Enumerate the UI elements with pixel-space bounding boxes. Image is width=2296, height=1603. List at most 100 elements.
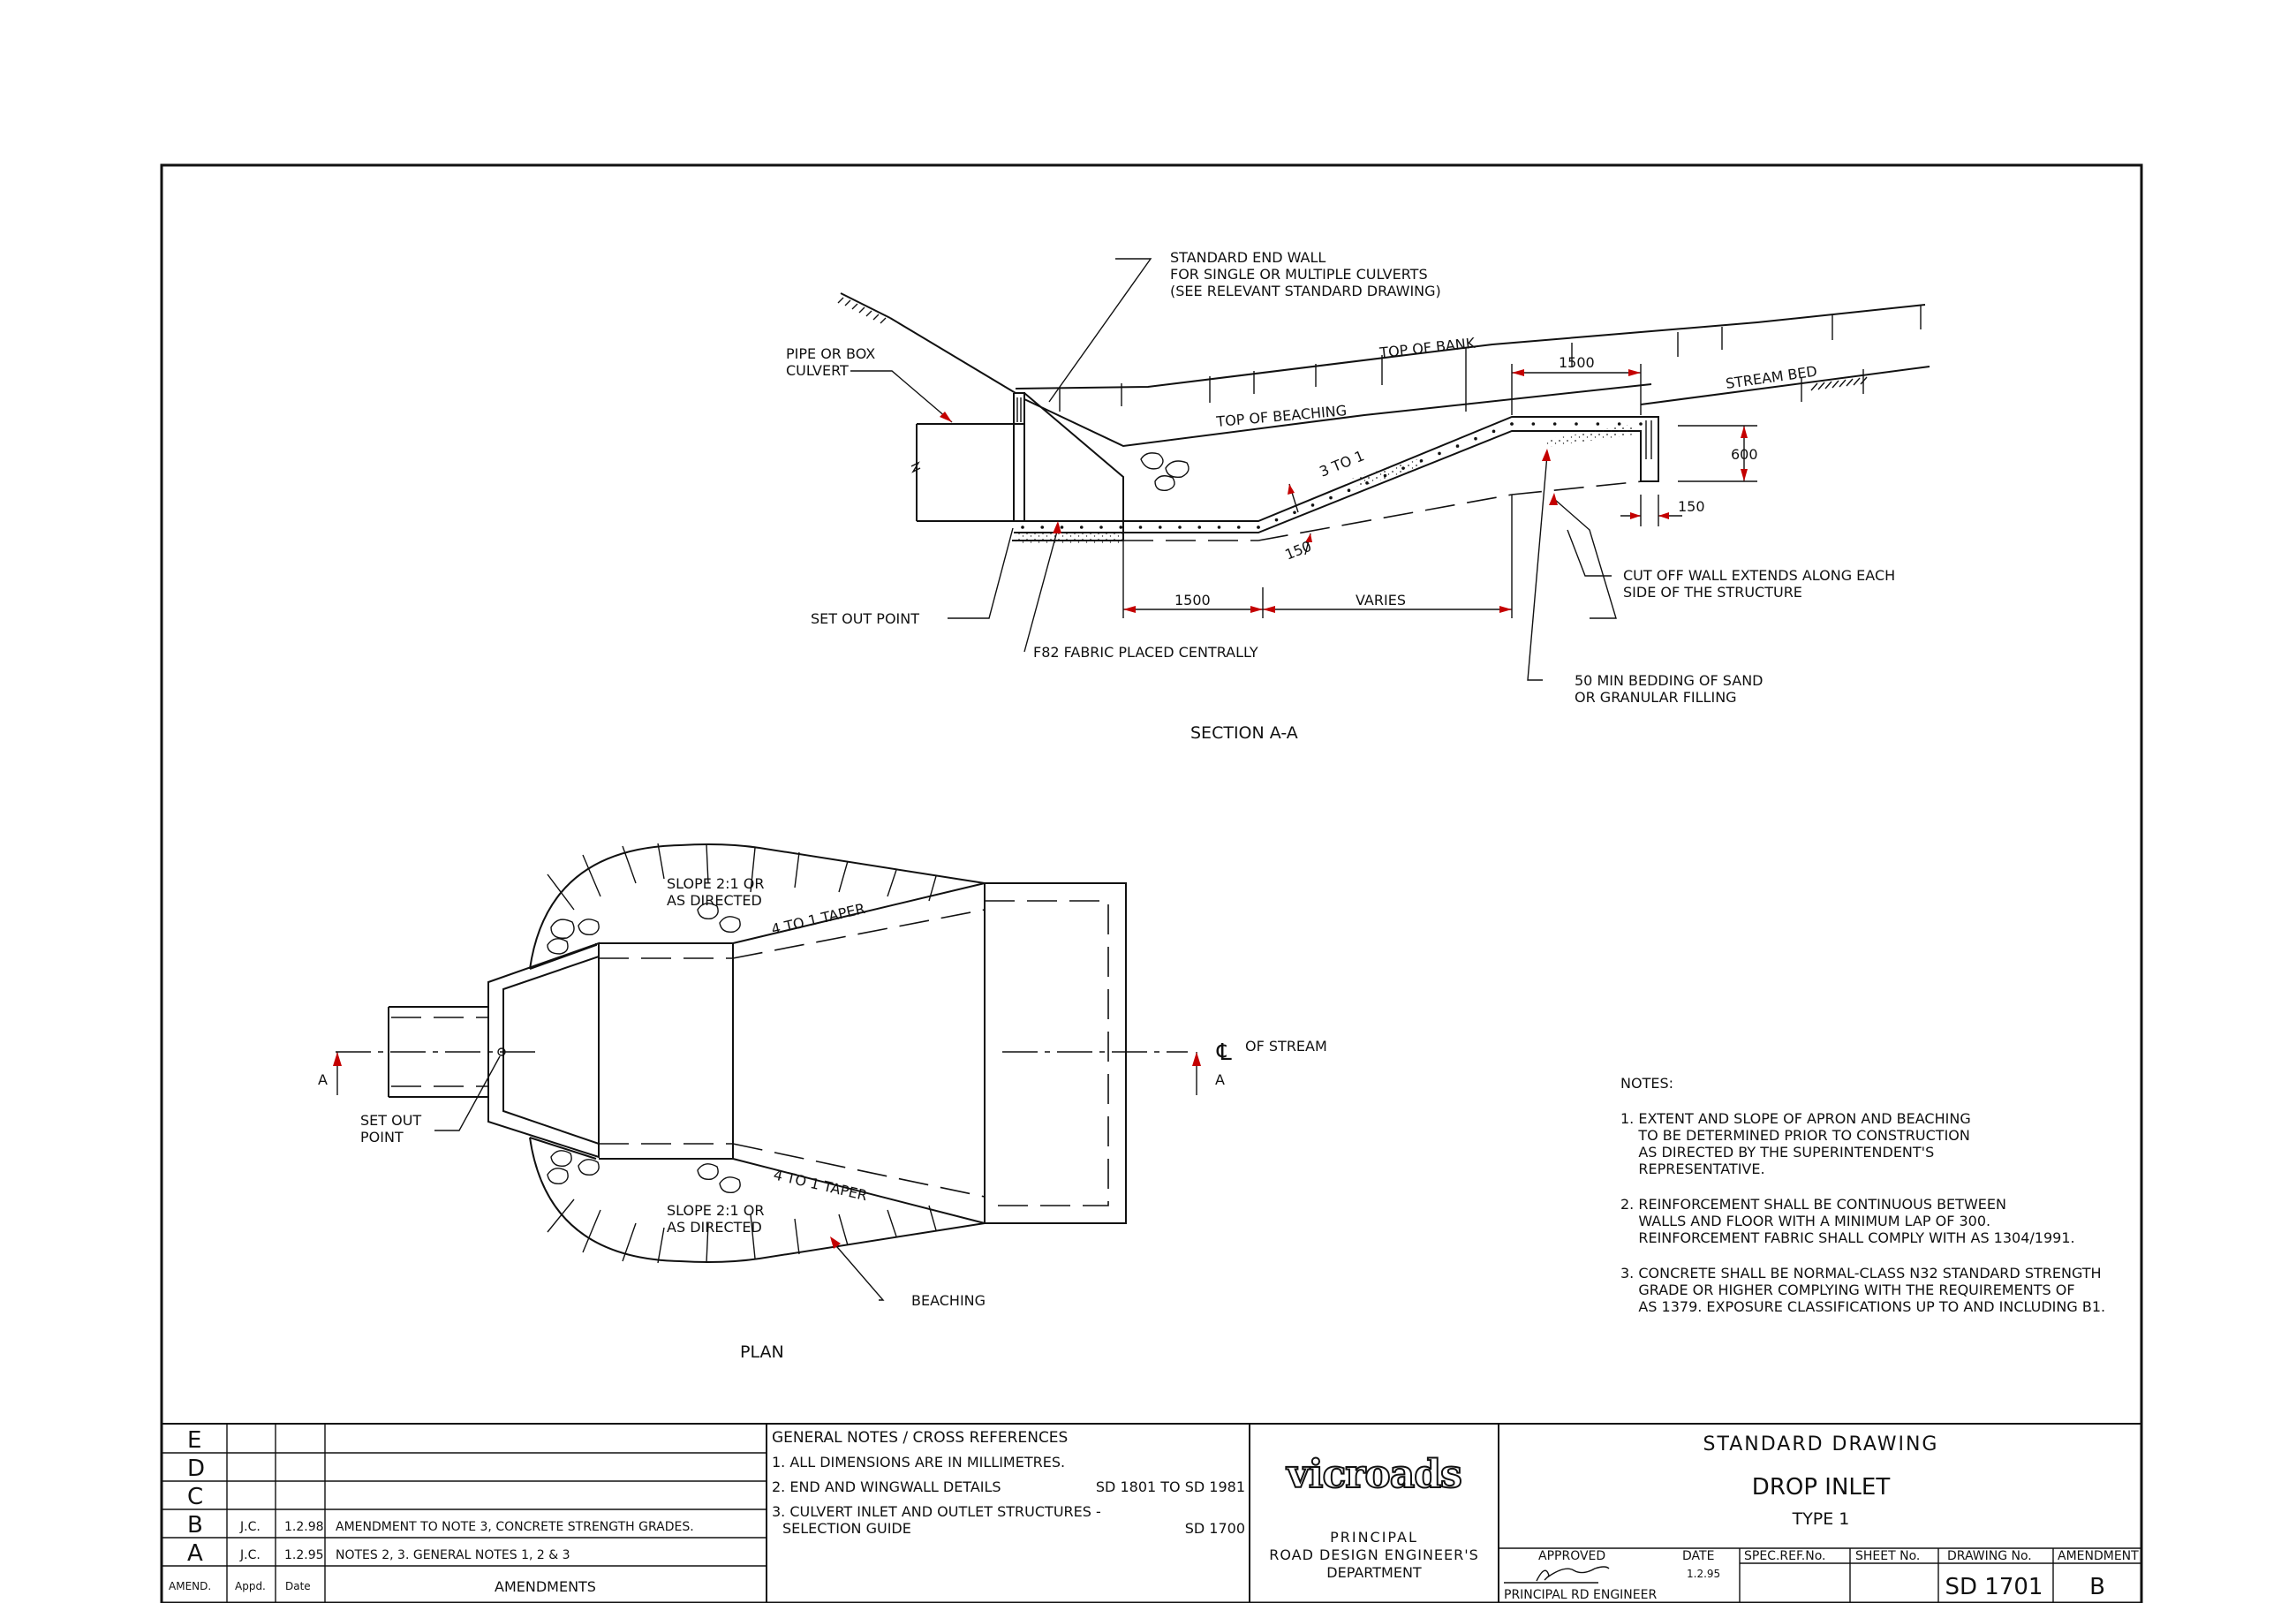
amendment-label: AMENDMENT (2058, 1549, 2139, 1563)
reinforcement-dot (1531, 422, 1536, 426)
reinforcement-dot (1236, 526, 1241, 529)
dim-150-wall: 150 (1678, 498, 1705, 515)
amend-footer-appd: Appd. (235, 1580, 266, 1592)
amend-letter-c: C (187, 1484, 203, 1510)
set-out-point-label: SET OUT POINT (811, 610, 919, 627)
amend-b-text: AMENDMENT TO NOTE 3, CONCRETE STRENGTH G… (336, 1520, 694, 1534)
drawing-no-label: DRAWING No. (1947, 1549, 2032, 1563)
reinforcement-dot (1492, 429, 1496, 434)
amend-a-appd: J.C. (239, 1548, 261, 1562)
plan-view (333, 843, 1201, 1301)
note-3-line-1: 3. CONCRETE SHALL BE NORMAL-CLASS N32 ST… (1620, 1265, 2102, 1282)
department-line-2: ROAD DESIGN ENGINEER'S (1269, 1546, 1479, 1563)
note-1-line-4: REPRESENTATIVE. (1620, 1161, 1765, 1177)
reinforcement-dot (1617, 422, 1621, 426)
reinforcement-dot (1310, 503, 1315, 507)
dim-1500-top: 1500 (1559, 354, 1595, 371)
notes-heading: NOTES: (1620, 1075, 1673, 1092)
vicroads-logo: vicroads (1286, 1452, 1461, 1497)
sheet-border (160, 163, 2143, 1603)
drawing-type: STANDARD DRAWING (1703, 1433, 1939, 1456)
dim-1500-bottom: 1500 (1174, 592, 1211, 609)
drawing-info: STANDARD DRAWING DROP INLET TYPE 1 APPRO… (1504, 1433, 2139, 1602)
amend-letter-a: A (187, 1540, 203, 1567)
drawing-title: DROP INLET (1752, 1474, 1891, 1501)
slope-label: 3 TO 1 (1317, 447, 1366, 480)
reinforcement-dot (1138, 526, 1143, 529)
dim-600: 600 (1731, 446, 1758, 463)
reinforcement-dot (1158, 526, 1162, 529)
note-3-line-3: AS 1379. EXPOSURE CLASSIFICATIONS UP TO … (1620, 1298, 2105, 1315)
approver: PRINCIPAL RD ENGINEER (1504, 1588, 1657, 1602)
plan-title: PLAN (740, 1342, 784, 1362)
approved-date: 1.2.95 (1687, 1568, 1720, 1580)
amend-b-date: 1.2.98 (284, 1520, 324, 1534)
section-marker-right: A (1215, 1071, 1225, 1088)
drawing-subtitle: TYPE 1 (1792, 1509, 1850, 1529)
end-wall-label-2: FOR SINGLE OR MULTIPLE CULVERTS (1170, 266, 1428, 283)
note-3-line-2: GRADE OR HIGHER COMPLYING WITH THE REQUI… (1620, 1282, 2075, 1298)
cutoff-wall-label-1: CUT OFF WALL EXTENDS ALONG EACH (1623, 567, 1895, 584)
general-note-3-ref: SD 1700 (1185, 1520, 1245, 1537)
bedding-label-2: OR GRANULAR FILLING (1575, 689, 1737, 706)
reinforcement-dot (1474, 436, 1477, 441)
notes-block: NOTES: 1. EXTENT AND SLOPE OF APRON AND … (1620, 1075, 2105, 1315)
general-note-1: 1. ALL DIMENSIONS ARE IN MILLIMETRES. (772, 1454, 1065, 1471)
reinforcement-dot (1639, 422, 1643, 426)
reinforcement-dot (1293, 510, 1296, 515)
top-of-bank-label: TOP OF BANK (1378, 335, 1476, 361)
date-label: DATE (1682, 1549, 1714, 1563)
amend-footer-title: AMENDMENTS (495, 1578, 596, 1595)
title-block (162, 1423, 2141, 1603)
amend-letter-b: B (187, 1512, 203, 1539)
note-2-line-2: WALLS AND FLOOR WITH A MINIMUM LAP OF 30… (1620, 1213, 1990, 1229)
cutoff-wall-label-2: SIDE OF THE STRUCTURE (1623, 584, 1802, 601)
reinforcement-dot (1217, 526, 1221, 529)
reinforcement-dot (1510, 422, 1514, 426)
slope-bottom-label-2: AS DIRECTED (667, 1219, 762, 1236)
approved-label: APPROVED (1538, 1549, 1605, 1563)
note-2-line-3: REINFORCEMENT FABRIC SHALL COMPLY WITH A… (1620, 1229, 2075, 1246)
amend-footer-amend: AMEND. (169, 1580, 211, 1592)
slope-bottom-label-1: SLOPE 2:1 OR (667, 1202, 764, 1219)
end-wall-label-1: STANDARD END WALL (1170, 249, 1325, 266)
reinforcement-dot (1329, 495, 1333, 500)
reinforcement-dot (1575, 422, 1578, 426)
general-notes-heading: GENERAL NOTES / CROSS REFERENCES (772, 1429, 1068, 1447)
reinforcement-dot (1040, 526, 1045, 529)
beaching-label: BEACHING (911, 1292, 986, 1309)
slope-top-label-1: SLOPE 2:1 OR (667, 875, 764, 892)
general-note-2: 2. END AND WINGWALL DETAILS (772, 1478, 1001, 1495)
sheet-no-label: SHEET No. (1855, 1549, 1920, 1563)
section-labels: STANDARD END WALL FOR SINGLE OR MULTIPLE… (786, 249, 1895, 743)
drawing-number: SD 1701 (1945, 1574, 2043, 1600)
plan-set-out-label-1: SET OUT (360, 1112, 421, 1129)
note-1-line-2: TO BE DETERMINED PRIOR TO CONSTRUCTION (1620, 1127, 1970, 1144)
amend-footer-date: Date (285, 1580, 311, 1592)
reinforcement-dot (1438, 451, 1441, 456)
section-title: SECTION A-A (1190, 723, 1298, 743)
reinforcement-dot (1119, 526, 1123, 529)
bedding-label-1: 50 MIN BEDDING OF SAND (1575, 672, 1764, 689)
general-note-3b: SELECTION GUIDE (782, 1520, 911, 1537)
reinforcement-dot (1257, 526, 1260, 529)
note-1-line-3: AS DIRECTED BY THE SUPERINTENDENT'S (1620, 1144, 1934, 1161)
pipe-culvert-label-1: PIPE OR BOX (786, 345, 875, 362)
amend-letter-e: E (187, 1427, 201, 1454)
pipe-culvert-label-2: CULVERT (786, 362, 849, 379)
general-note-3a: 3. CULVERT INLET AND OUTLET STRUCTURES - (772, 1503, 1101, 1520)
section-a-a-view (837, 258, 1930, 681)
amendment-letter: B (2089, 1574, 2105, 1600)
reinforcement-dot (1021, 526, 1024, 529)
slope-top-label-2: AS DIRECTED (667, 892, 762, 909)
department-line-1: PRINCIPAL (1330, 1529, 1418, 1546)
reinforcement-dot (1347, 488, 1351, 493)
reinforcement-dot (1274, 518, 1279, 522)
department-line-3: DEPARTMENT (1326, 1564, 1422, 1581)
reinforcement-dot (1197, 526, 1202, 529)
section-marker-left: A (318, 1071, 328, 1088)
amend-b-appd: J.C. (239, 1520, 261, 1534)
reinforcement-dot (1552, 422, 1557, 426)
centreline-symbol: ℄ (1216, 1040, 1232, 1066)
reinforcement-dot (1596, 422, 1600, 426)
